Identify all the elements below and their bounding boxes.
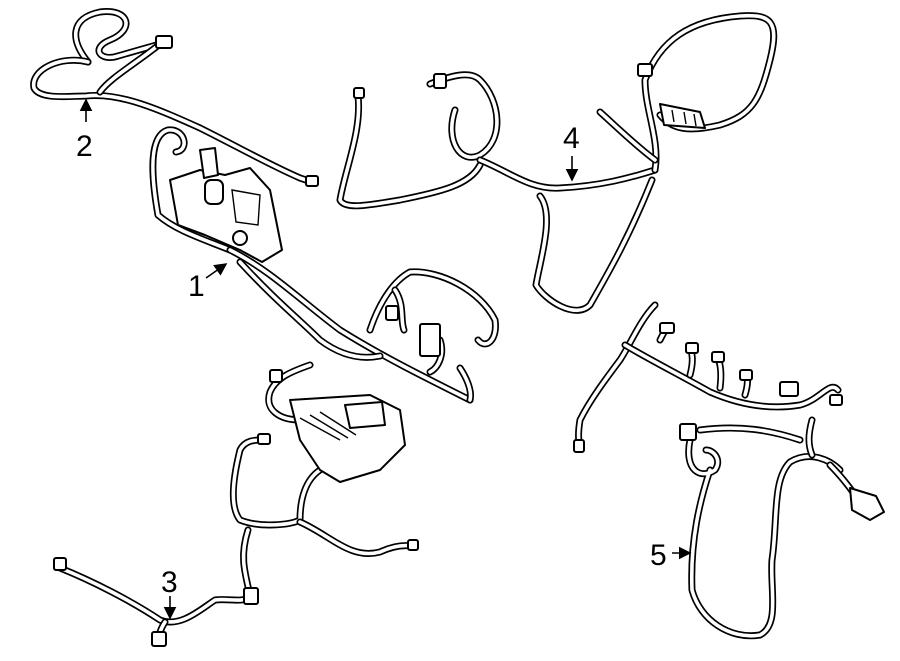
connector	[53, 557, 67, 571]
connector	[573, 439, 585, 453]
connector	[739, 369, 753, 381]
connector	[385, 305, 399, 321]
connector	[779, 381, 799, 397]
connector	[711, 351, 725, 363]
connector	[659, 322, 675, 334]
harness-1	[149, 126, 499, 557]
connector	[243, 587, 259, 605]
connector	[353, 87, 365, 99]
connector	[269, 369, 283, 383]
bracket	[659, 103, 706, 129]
connector	[637, 63, 653, 77]
connector	[199, 147, 219, 179]
harness-4	[336, 12, 778, 314]
callout-arrows	[79, 98, 692, 620]
bolt	[232, 230, 248, 246]
connector	[305, 175, 319, 187]
connector	[407, 539, 419, 551]
harness-5	[573, 301, 885, 640]
callout-1: 1	[188, 270, 205, 303]
callout-4: 4	[563, 122, 580, 155]
harness-3	[53, 526, 259, 647]
connector	[829, 394, 843, 406]
connector	[419, 323, 441, 357]
connector	[685, 342, 699, 354]
callout-5: 5	[650, 539, 667, 572]
connector	[155, 35, 173, 49]
connector	[679, 423, 697, 441]
harness-2	[30, 8, 319, 187]
callout-3: 3	[161, 566, 178, 599]
connector	[257, 433, 271, 445]
connector	[433, 73, 447, 89]
connector	[204, 179, 224, 205]
connector	[151, 631, 167, 647]
callout-2: 2	[76, 130, 93, 163]
connector	[849, 487, 885, 521]
module-cover	[344, 401, 386, 429]
